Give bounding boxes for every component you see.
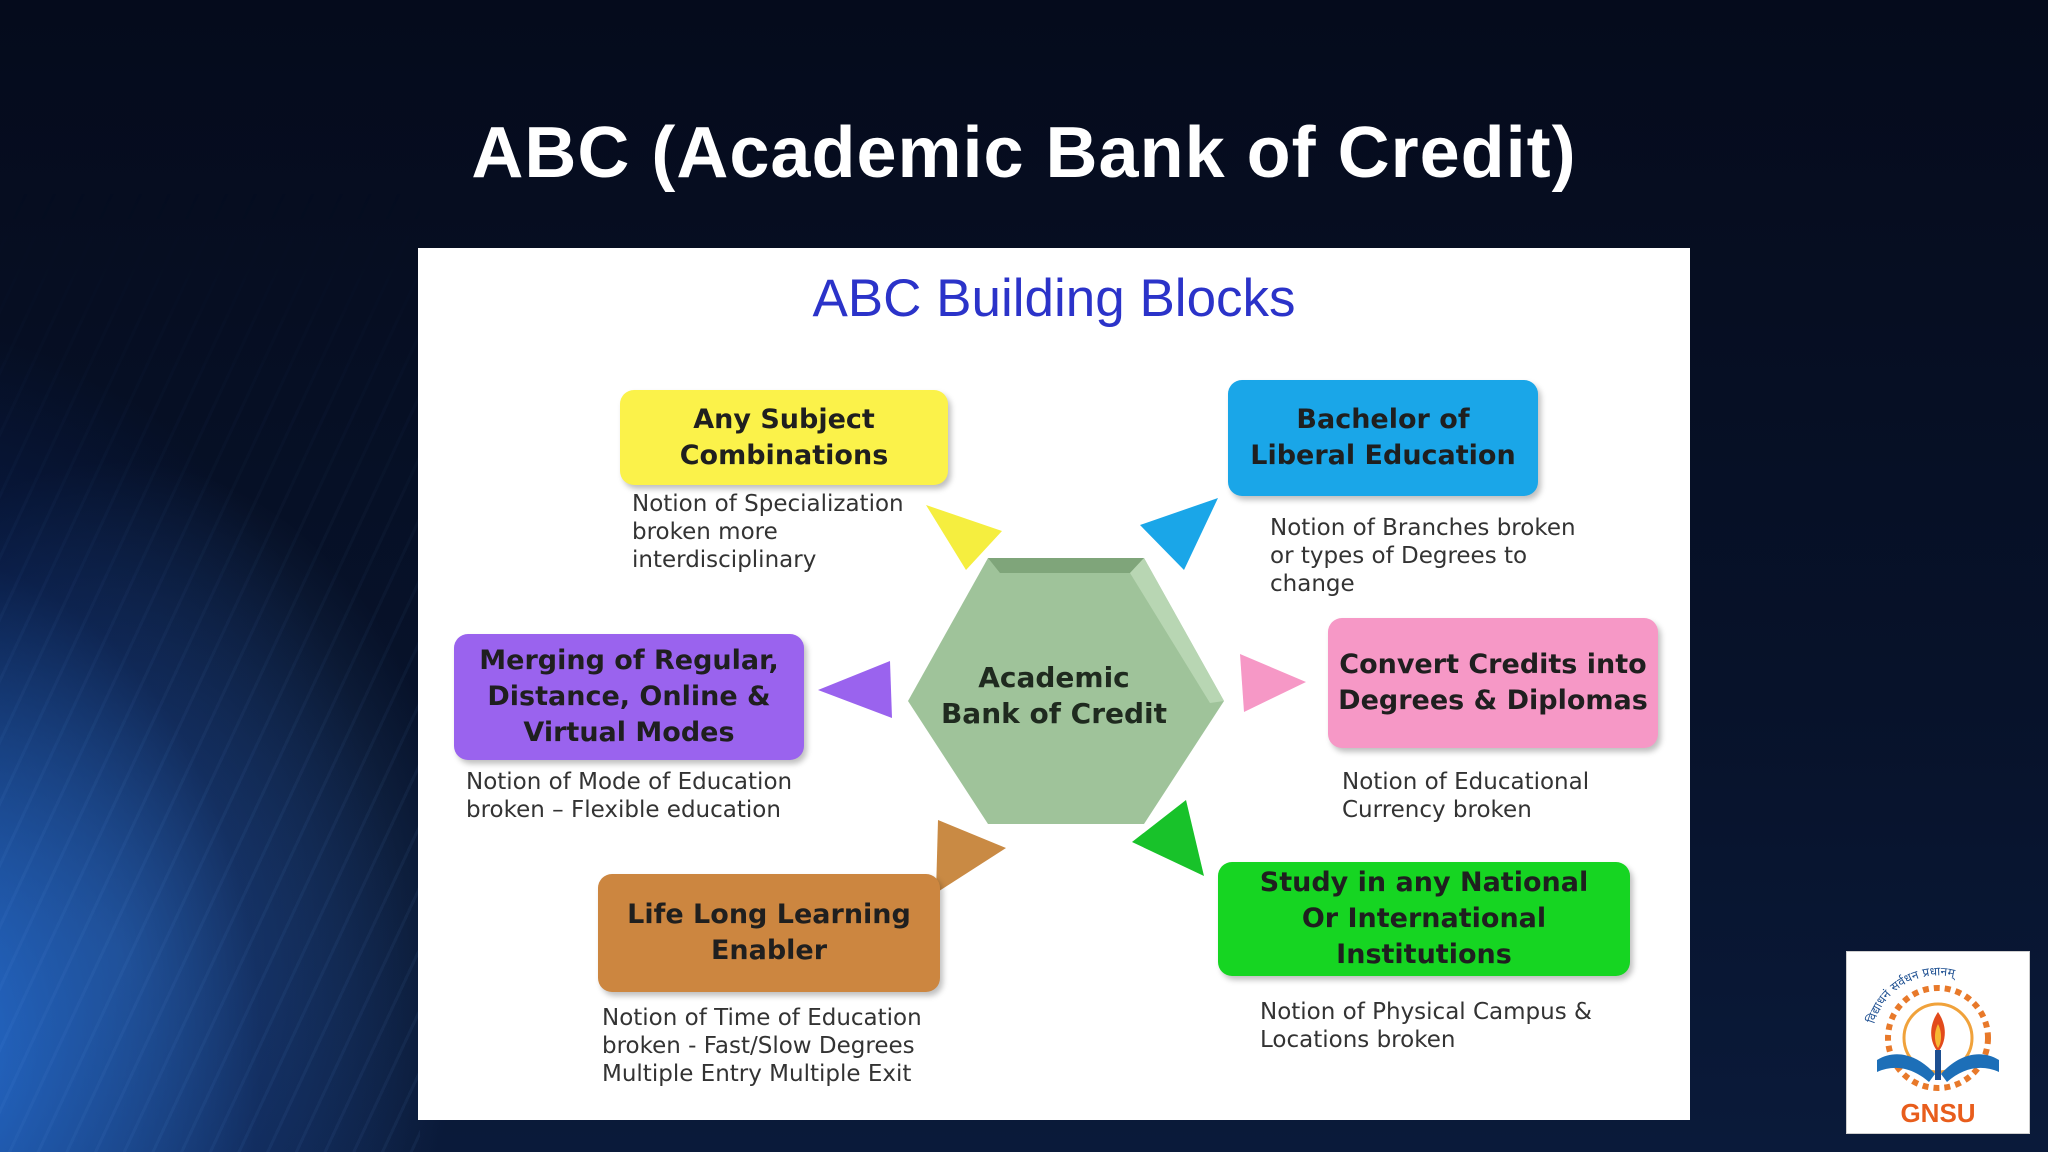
diagram-title: ABC Building Blocks xyxy=(812,269,1296,328)
arrow-green xyxy=(1132,800,1204,876)
gnsu-logo: विद्याधनं सर्वधन प्रधानम् GNSU xyxy=(1846,951,2030,1134)
logo-emblem: विद्याधनं सर्वधन प्रधानम् xyxy=(1864,964,1999,1091)
arrow-yellow xyxy=(926,505,1002,570)
diagram-shapes xyxy=(818,498,1306,893)
block-national-international: Study in any National Or International I… xyxy=(1218,862,1630,976)
block-any-subject: Any Subject Combinations xyxy=(620,390,948,485)
diagram-panel: ABC Building Blocks Academic Bank of Cre… xyxy=(418,248,1690,1120)
arrow-brown xyxy=(936,820,1006,893)
note-liberal-education: Notion of Branches broken or types of De… xyxy=(1270,515,1576,597)
arrow-blue xyxy=(1140,498,1218,570)
background-streaks xyxy=(0,0,420,1152)
note-merging-modes: Notion of Mode of Education broken – Fle… xyxy=(466,769,793,823)
center-hexagon xyxy=(908,558,1224,824)
arrow-pink xyxy=(1240,654,1306,712)
logo-text: GNSU xyxy=(1900,1098,1976,1128)
note-any-subject: Notion of Specialization broken more int… xyxy=(632,491,904,573)
block-convert-credits: Convert Credits into Degrees & Diplomas xyxy=(1328,618,1658,748)
center-label: Academic Bank of Credit xyxy=(940,661,1168,730)
note-convert-credits: Notion of Educational Currency broken xyxy=(1342,769,1590,823)
block-merging-modes: Merging of Regular, Distance, Online & V… xyxy=(454,634,804,760)
slide-title: ABC (Academic Bank of Credit) xyxy=(471,113,1577,193)
block-liberal-education: Bachelor of Liberal Education xyxy=(1228,380,1538,496)
arrow-purple xyxy=(818,661,892,718)
note-national-international: Notion of Physical Campus & Locations br… xyxy=(1260,999,1592,1053)
block-life-long-learning: Life Long Learning Enabler xyxy=(598,874,940,992)
note-life-long-learning: Notion of Time of Education broken - Fas… xyxy=(602,1005,922,1087)
